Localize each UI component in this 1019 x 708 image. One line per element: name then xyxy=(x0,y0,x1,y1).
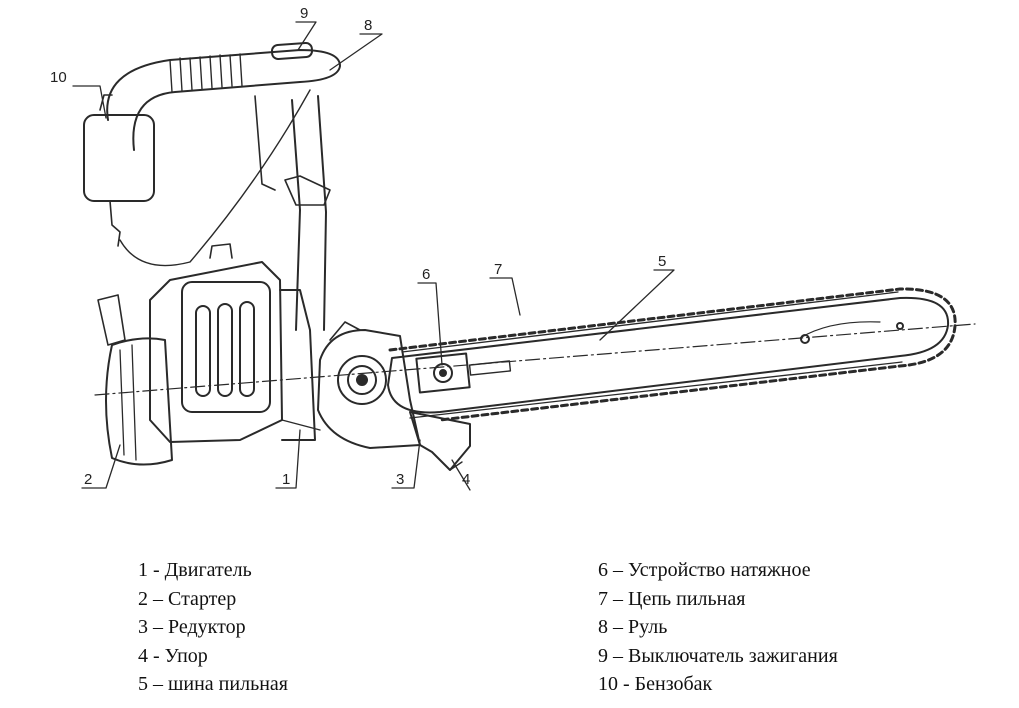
legend-item-reducer: 3 – Редуктор xyxy=(138,616,246,638)
fuel-tank xyxy=(83,94,155,247)
reducer xyxy=(317,321,421,449)
callout-4: 4 xyxy=(462,471,470,488)
legend-right-column: 6 – Устройство натяжное 7 – Цепь пильная… xyxy=(598,556,838,699)
callout-9: 9 xyxy=(300,5,308,22)
legend-item-stop: 4 - Упор xyxy=(138,644,208,667)
legend-item-ignition-switch: 9 – Выключатель зажигания xyxy=(598,644,838,667)
callout-8: 8 xyxy=(364,17,372,34)
stop-bumper xyxy=(409,411,471,471)
engine xyxy=(149,243,321,443)
ignition-switch xyxy=(270,42,314,60)
legend-item-saw-bar: 5 – шина пильная xyxy=(138,673,288,695)
legend-item-handle: 8 – Руль xyxy=(598,616,668,638)
callout-1: 1 xyxy=(282,471,290,488)
legend-item-fuel-tank: 10 - Бензобак xyxy=(598,673,713,695)
callout-10: 10 xyxy=(50,69,67,86)
legend-item-saw-chain: 7 – Цепь пильная xyxy=(598,587,746,610)
tensioner xyxy=(415,352,512,394)
frame-tube xyxy=(254,95,331,331)
saw-bar xyxy=(387,291,950,419)
callout-labels: 1 2 3 4 5 6 7 8 9 10 xyxy=(50,5,666,488)
centerline xyxy=(94,323,976,396)
legend-item-tensioner: 6 – Устройство натяжное xyxy=(598,559,811,581)
fuel-line xyxy=(119,89,311,267)
legend-item-engine: 1 - Двигатель xyxy=(138,559,252,581)
starter xyxy=(97,294,173,466)
callout-2: 2 xyxy=(84,471,92,488)
callout-6: 6 xyxy=(422,266,430,283)
callout-7: 7 xyxy=(494,261,502,278)
saw-chain xyxy=(388,287,957,422)
callout-5: 5 xyxy=(658,253,666,270)
legend-left-column: 1 - Двигатель 2 – Стартер 3 – Редуктор 4… xyxy=(138,556,288,699)
chainsaw-diagram: 1 2 3 4 5 6 7 8 9 10 xyxy=(50,5,976,491)
leader-lines xyxy=(72,21,675,491)
callout-3: 3 xyxy=(396,471,404,488)
legend-item-starter: 2 – Стартер xyxy=(138,587,237,610)
handle xyxy=(106,49,341,151)
